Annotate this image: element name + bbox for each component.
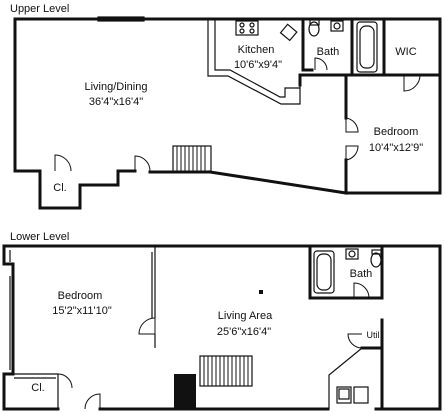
wic-door[interactable] <box>403 74 421 92</box>
upper-top-wall <box>13 17 442 195</box>
bedroom-west-wall <box>298 73 348 120</box>
upper-closet-name: Cl. <box>53 182 66 194</box>
lower-living-dims: 25'6"x16'4" <box>217 326 271 338</box>
lower-toilet-icon <box>370 252 382 268</box>
upper-bath-name: Bath <box>317 46 340 58</box>
lower-bath-name: Bath <box>350 268 373 280</box>
upper-outer-wall <box>13 17 137 210</box>
lower-outer-wall <box>2 244 442 411</box>
lower-stairs <box>199 355 253 387</box>
upper-living-name: Living/Dining <box>85 81 148 93</box>
center-post <box>259 290 263 294</box>
upper-bedroom-dims: 10'4"x12'9" <box>369 142 423 154</box>
upper-slanted-wall <box>208 170 348 195</box>
stove-icon <box>235 20 259 36</box>
lower-bath-door[interactable] <box>353 282 370 299</box>
kitchen-sink-icon <box>279 23 298 42</box>
upper-level: Upper Level <box>10 3 442 210</box>
lower-bathtub-icon <box>313 250 335 294</box>
lower-bedroom-door[interactable] <box>138 317 156 335</box>
lower-level: Lower Level <box>2 231 442 411</box>
kitchen-partition <box>207 19 301 105</box>
lower-bedroom-dims: 15'2"x11'10" <box>52 305 112 317</box>
structural-column <box>174 374 196 409</box>
upper-level-title: Upper Level <box>10 3 69 15</box>
lower-closet-door[interactable] <box>57 373 73 389</box>
upper-closet-door[interactable] <box>54 154 72 172</box>
toilet-icon <box>308 21 320 37</box>
entry-door[interactable] <box>134 155 151 172</box>
lower-kitchen-partition <box>328 347 363 409</box>
bathtub-icon <box>356 21 378 73</box>
util-door[interactable] <box>347 333 363 349</box>
lower-bedroom-name: Bedroom <box>58 290 103 302</box>
upper-bedroom-name: Bedroom <box>374 126 419 138</box>
bath-door[interactable] <box>314 57 328 71</box>
lower-closet-name: Cl. <box>31 382 44 394</box>
lower-range-icon <box>336 386 352 404</box>
window-icon <box>97 16 145 22</box>
lower-fridge-icon <box>353 386 369 404</box>
kitchen-name: Kitchen <box>238 44 275 56</box>
lower-level-title: Lower Level <box>10 231 69 243</box>
lower-bath-sink-icon <box>345 248 359 260</box>
wic-name: WIC <box>395 46 416 58</box>
kitchen-dims: 10'6"x9'4" <box>234 59 282 71</box>
kitchen-counter <box>214 20 300 98</box>
bath-sink-icon <box>330 20 344 32</box>
upper-stairs <box>172 145 212 173</box>
lower-entry-door[interactable] <box>84 393 101 410</box>
lower-living-name: Living Area <box>218 310 273 322</box>
util-name: Util <box>367 330 380 340</box>
bedroom-door[interactable] <box>345 117 359 133</box>
upper-living-dims: 36'4"x16'4" <box>89 96 143 108</box>
